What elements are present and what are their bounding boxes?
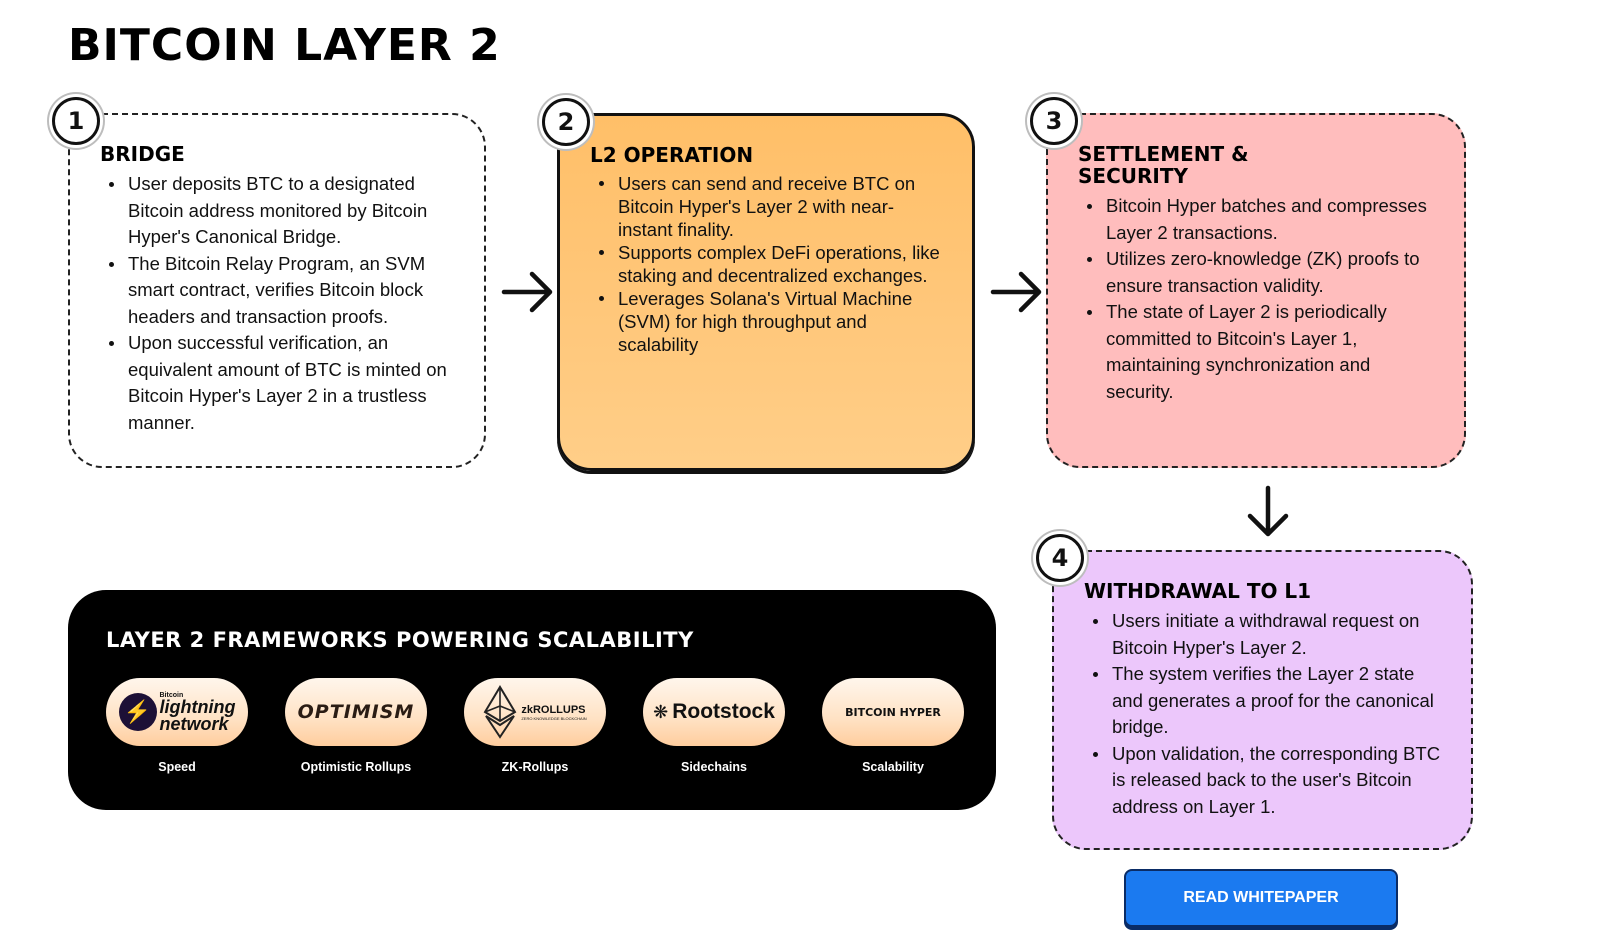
step-number-badge: 2	[542, 98, 590, 146]
logo-text: zkROLLUPS	[521, 703, 586, 716]
zkrollups-logo: zkROLLUPS ZERO KNOWLEDGE BLOCKCHAIN	[521, 704, 586, 721]
step-number-badge: 1	[52, 97, 100, 145]
step-number-badge: 3	[1030, 97, 1078, 145]
step-bullet: The Bitcoin Relay Program, an SVM smart …	[109, 251, 460, 331]
step-bullet: Bitcoin Hyper batches and compresses Lay…	[1087, 193, 1440, 246]
framework-item-lightning[interactable]: ⚡ Bitcoin lightning network Speed	[106, 678, 248, 774]
framework-logo-pill: OPTIMISM	[285, 678, 427, 746]
lightning-bolt-icon: ⚡	[118, 693, 157, 731]
lightning-network-logo: ⚡ Bitcoin lightning network	[118, 691, 236, 734]
page-title: BITCOIN LAYER 2	[68, 20, 501, 71]
framework-logo-pill: ⚡ Bitcoin lightning network	[106, 678, 248, 746]
step-bullet: Utilizes zero-knowledge (ZK) proofs to e…	[1087, 246, 1440, 299]
arrow-right-icon	[989, 270, 1045, 314]
rootstock-logo: Rootstock	[672, 700, 775, 723]
framework-logo-pill: BITCOIN HYPER	[822, 678, 964, 746]
framework-item-bitcoin-hyper[interactable]: BITCOIN HYPER Scalability	[822, 678, 964, 774]
ethereum-icon	[483, 685, 517, 739]
step-card-l2-operation: 2 L2 OPERATION Users can send and receiv…	[542, 98, 975, 471]
optimism-logo: OPTIMISM	[297, 701, 415, 723]
step-bullet: Leverages Solana's Virtual Machine (SVM)…	[599, 287, 948, 356]
step-bullet: The system verifies the Layer 2 state an…	[1093, 661, 1447, 741]
step-title: WITHDRAWAL TO L1	[1084, 579, 1312, 603]
step-title: SETTLEMENT & SECURITY	[1078, 142, 1249, 188]
step-bullet: Users initiate a withdrawal request on B…	[1093, 608, 1447, 661]
framework-caption: Scalability	[862, 760, 924, 774]
framework-logo-pill: ❋ Rootstock	[643, 678, 785, 746]
framework-item-optimism[interactable]: OPTIMISM Optimistic Rollups	[285, 678, 427, 774]
framework-caption: Optimistic Rollups	[300, 760, 412, 774]
framework-caption: Sidechains	[681, 760, 747, 774]
step-title: BRIDGE	[100, 142, 185, 166]
logo-text: lightning	[159, 696, 236, 717]
framework-caption: Speed	[158, 760, 196, 774]
step-bullet: Upon validation, the corresponding BTC i…	[1093, 741, 1447, 821]
framework-item-rootstock[interactable]: ❋ Rootstock Sidechains	[643, 678, 785, 774]
step-bullet: Supports complex DeFi operations, like s…	[599, 241, 948, 287]
step-bullet: Upon successful verification, an equival…	[109, 330, 460, 436]
framework-logo-pill: zkROLLUPS ZERO KNOWLEDGE BLOCKCHAIN	[464, 678, 606, 746]
bitcoin-hyper-logo: BITCOIN HYPER	[845, 705, 941, 719]
read-whitepaper-button[interactable]: READ WHITEPAPER	[1124, 869, 1398, 927]
frameworks-title: LAYER 2 FRAMEWORKS POWERING SCALABILITY	[106, 628, 694, 652]
arrow-down-icon	[1246, 484, 1290, 540]
step-bullet-list: Bitcoin Hyper batches and compresses Lay…	[1078, 193, 1440, 405]
rootstock-icon: ❋	[653, 701, 669, 722]
step-bullet: The state of Layer 2 is periodically com…	[1087, 299, 1440, 405]
step-bullet: Users can send and receive BTC on Bitcoi…	[599, 172, 948, 241]
step-card-settlement-security: 3 SETTLEMENT & SECURITY Bitcoin Hyper ba…	[1030, 97, 1466, 468]
step-bullet-list: Users initiate a withdrawal request on B…	[1084, 608, 1447, 820]
arrow-right-icon	[500, 270, 556, 314]
framework-caption: ZK-Rollups	[501, 760, 569, 774]
step-bullet-list: User deposits BTC to a designated Bitcoi…	[100, 171, 460, 436]
step-title: L2 OPERATION	[590, 143, 754, 167]
logo-text: network	[159, 713, 229, 734]
step-card-withdrawal: 4 WITHDRAWAL TO L1 Users initiate a with…	[1036, 534, 1473, 850]
logo-caption: Bitcoin	[159, 691, 184, 699]
step-number-badge: 4	[1036, 534, 1084, 582]
logo-subtext: ZERO KNOWLEDGE BLOCKCHAIN	[521, 715, 587, 721]
framework-item-zkrollups[interactable]: zkROLLUPS ZERO KNOWLEDGE BLOCKCHAIN ZK-R…	[464, 678, 606, 774]
step-bullet-list: Users can send and receive BTC on Bitcoi…	[590, 172, 948, 356]
step-card-bridge: 1 BRIDGE User deposits BTC to a designat…	[52, 97, 486, 468]
step-bullet: User deposits BTC to a designated Bitcoi…	[109, 171, 460, 251]
frameworks-panel: LAYER 2 FRAMEWORKS POWERING SCALABILITY …	[68, 590, 996, 810]
